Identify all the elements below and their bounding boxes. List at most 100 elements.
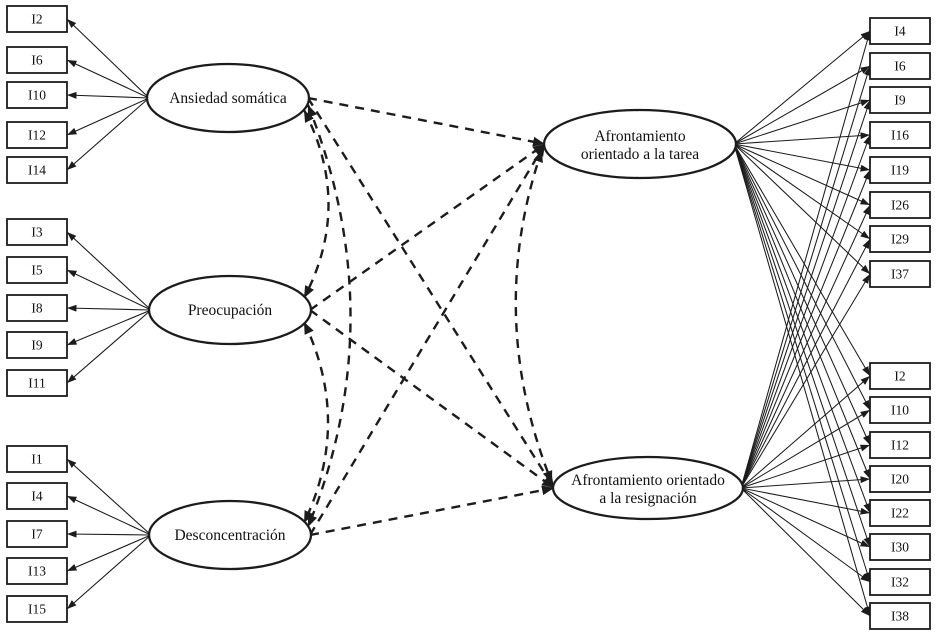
indicator-box-i22 xyxy=(869,499,931,527)
indicator-box-i26 xyxy=(869,191,931,219)
indicator-box-i4 xyxy=(869,17,931,45)
factor-loading-arrow xyxy=(66,59,150,99)
factor-loading-arrow xyxy=(740,99,871,489)
indicator-label: I12 xyxy=(891,438,909,453)
factor-loading-arrow xyxy=(733,143,871,240)
label-layer: I2I6I10I12I14I3I5I8I9I11I1I4I7I13I15I4I6… xyxy=(28,12,909,624)
indicator-label: I4 xyxy=(31,489,42,504)
indicator-label: I5 xyxy=(31,263,42,278)
correlation-arrow xyxy=(514,149,554,484)
factor-loading-arrow xyxy=(66,458,152,536)
indicator-box-i9 xyxy=(6,331,68,359)
indicator-label: I9 xyxy=(31,338,42,353)
factor-loading-arrow xyxy=(740,409,871,489)
indicator-label: I32 xyxy=(891,575,909,590)
correlation-arrow xyxy=(302,321,330,524)
indicator-label: I19 xyxy=(891,163,909,178)
factor-loading-arrow xyxy=(66,91,150,99)
factor-loading-arrow xyxy=(733,143,871,172)
factor-loading-arrow xyxy=(733,99,871,145)
indicator-box-i10 xyxy=(6,81,68,109)
factor-loading-arrow xyxy=(740,30,871,489)
latent-ellipse-preocupaci-n xyxy=(147,274,313,346)
indicator-label: I2 xyxy=(894,369,905,384)
factor-loading-arrow xyxy=(733,143,871,446)
indicator-box-i6 xyxy=(869,52,931,80)
indicator-box-i1 xyxy=(6,445,68,473)
latent-label: Preocupación xyxy=(188,302,273,319)
indicator-box-i32 xyxy=(869,568,931,596)
latent-label-line1: Afrontamiento orientado xyxy=(571,472,725,489)
factor-loading-arrow xyxy=(740,238,871,489)
latent-ellipse-afrontamiento-orientado-a-la-tarea xyxy=(542,108,738,180)
structural-path-arrow xyxy=(306,97,556,489)
factor-loading-arrow xyxy=(66,309,152,346)
factor-loading-arrow xyxy=(66,18,150,99)
factor-loading-arrow xyxy=(740,487,871,515)
factor-loading-arrow xyxy=(66,534,152,610)
indicator-box-i15 xyxy=(6,595,68,623)
correlation-arrow xyxy=(302,109,330,299)
indicator-box-i19 xyxy=(869,156,931,184)
indicator-box-i14 xyxy=(6,156,68,184)
factor-loading-arrow xyxy=(66,97,150,136)
indicator-label: I4 xyxy=(894,24,905,39)
structural-path-arrow xyxy=(309,143,546,311)
indicator-label: I20 xyxy=(891,472,909,487)
indicator-box-i16 xyxy=(869,121,931,149)
indicator-box-i38 xyxy=(869,602,931,630)
indicator-label: I1 xyxy=(31,452,42,467)
indicator-box-i4 xyxy=(6,482,68,510)
factor-loading-arrow xyxy=(733,143,871,275)
node-layer xyxy=(6,5,931,630)
indicator-box-i2 xyxy=(6,5,68,33)
indicator-box-i12 xyxy=(869,431,931,459)
indicator-label: I15 xyxy=(28,602,46,617)
structural-path-arrow xyxy=(309,309,555,489)
factor-loading-arrow xyxy=(733,143,871,514)
latent-label: Desconcentración xyxy=(174,527,285,544)
factor-loading-arrow xyxy=(733,143,871,206)
factor-loading-arrow xyxy=(733,30,871,145)
indicator-box-i9 xyxy=(869,86,931,114)
indicator-label: I3 xyxy=(31,225,42,240)
indicator-box-i29 xyxy=(869,225,931,253)
factor-loading-arrow xyxy=(66,269,152,311)
factor-loading-arrow xyxy=(66,304,152,312)
factor-loading-arrow xyxy=(733,143,871,377)
indicator-label: I10 xyxy=(28,88,46,103)
indicator-box-i20 xyxy=(869,465,931,493)
structural-path-arrow xyxy=(308,143,547,536)
correlation-arrow xyxy=(306,104,352,528)
indicator-label: I9 xyxy=(894,93,905,108)
factor-loading-arrow xyxy=(740,444,871,489)
indicator-label: I2 xyxy=(31,12,42,27)
factor-loading-arrow xyxy=(740,65,871,489)
latent-label-line2: a la resignación xyxy=(599,490,697,507)
indicator-box-i10 xyxy=(869,396,931,424)
factor-loading-arrow xyxy=(733,143,871,480)
latent-ellipse-desconcentraci-n xyxy=(147,499,313,571)
factor-loading-arrow xyxy=(740,487,871,583)
indicator-label: I37 xyxy=(891,267,909,282)
factor-loading-arrow xyxy=(740,134,871,489)
factor-loading-arrow xyxy=(740,487,871,617)
factor-loading-arrow xyxy=(733,143,871,548)
indicator-box-i3 xyxy=(6,218,68,246)
latent-label-line2: orientado a la tarea xyxy=(581,146,699,163)
factor-loading-arrow xyxy=(733,143,871,411)
indicator-label: I30 xyxy=(891,540,909,555)
factor-loading-arrow xyxy=(740,204,871,489)
indicator-box-i12 xyxy=(6,121,68,149)
latent-ellipse-afrontamiento-orientado-a-la-resignaci-n xyxy=(551,455,745,521)
factor-loading-arrow xyxy=(740,169,871,489)
factor-loading-arrow xyxy=(66,530,152,538)
factor-loading-arrow xyxy=(740,476,871,489)
factor-loading-arrow xyxy=(66,495,152,536)
indicator-label: I11 xyxy=(28,376,46,391)
indicator-label: I13 xyxy=(28,564,46,579)
indicator-label: I16 xyxy=(891,128,909,143)
indicator-label: I7 xyxy=(31,527,42,542)
indicator-box-i5 xyxy=(6,256,68,284)
factor-loading-arrow xyxy=(733,143,871,617)
